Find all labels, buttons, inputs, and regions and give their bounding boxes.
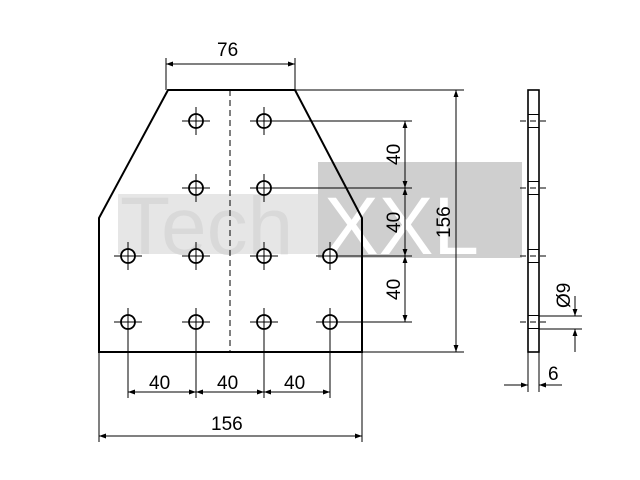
side-view-plate [527, 89, 540, 353]
hole-diameter-dimension: Ø9 [539, 283, 582, 352]
side-view-holes [520, 114, 547, 329]
spacing-v1-label: 40 [384, 144, 405, 165]
mounting-hole [182, 174, 210, 202]
watermark-box [318, 162, 522, 258]
thickness-dimension: 6 [504, 352, 562, 392]
mounting-hole [182, 107, 210, 135]
bottom-width-dimension: 156 [98, 352, 363, 442]
spacing-h1-label: 40 [149, 373, 170, 394]
watermark-band [118, 194, 318, 254]
top-width-label: 76 [217, 40, 238, 61]
mounting-hole [250, 242, 278, 270]
mounting-hole [114, 242, 142, 270]
side-hole [520, 114, 547, 128]
side-hole [520, 249, 547, 263]
side-hole [520, 181, 547, 195]
spacing-h3-label: 40 [284, 373, 305, 394]
thickness-label: 6 [548, 364, 559, 385]
horizontal-spacing-dimensions: 40 40 40 [127, 322, 331, 398]
spacing-v3-label: 40 [384, 279, 405, 300]
vertical-spacing-dimensions: 40 40 40 [264, 120, 412, 323]
spacing-v2-label: 40 [384, 212, 405, 233]
top-width-dimension: 76 [165, 40, 296, 90]
height-label: 156 [434, 206, 455, 238]
hole-diameter-label: Ø9 [554, 283, 575, 308]
side-hole [520, 315, 547, 329]
spacing-h2-label: 40 [217, 373, 238, 394]
bottom-width-label: 156 [211, 414, 243, 435]
side-view [520, 89, 547, 353]
watermark: Tech XXL [118, 162, 522, 272]
height-dimension: 156 [296, 89, 464, 353]
mounting-hole [182, 242, 210, 270]
